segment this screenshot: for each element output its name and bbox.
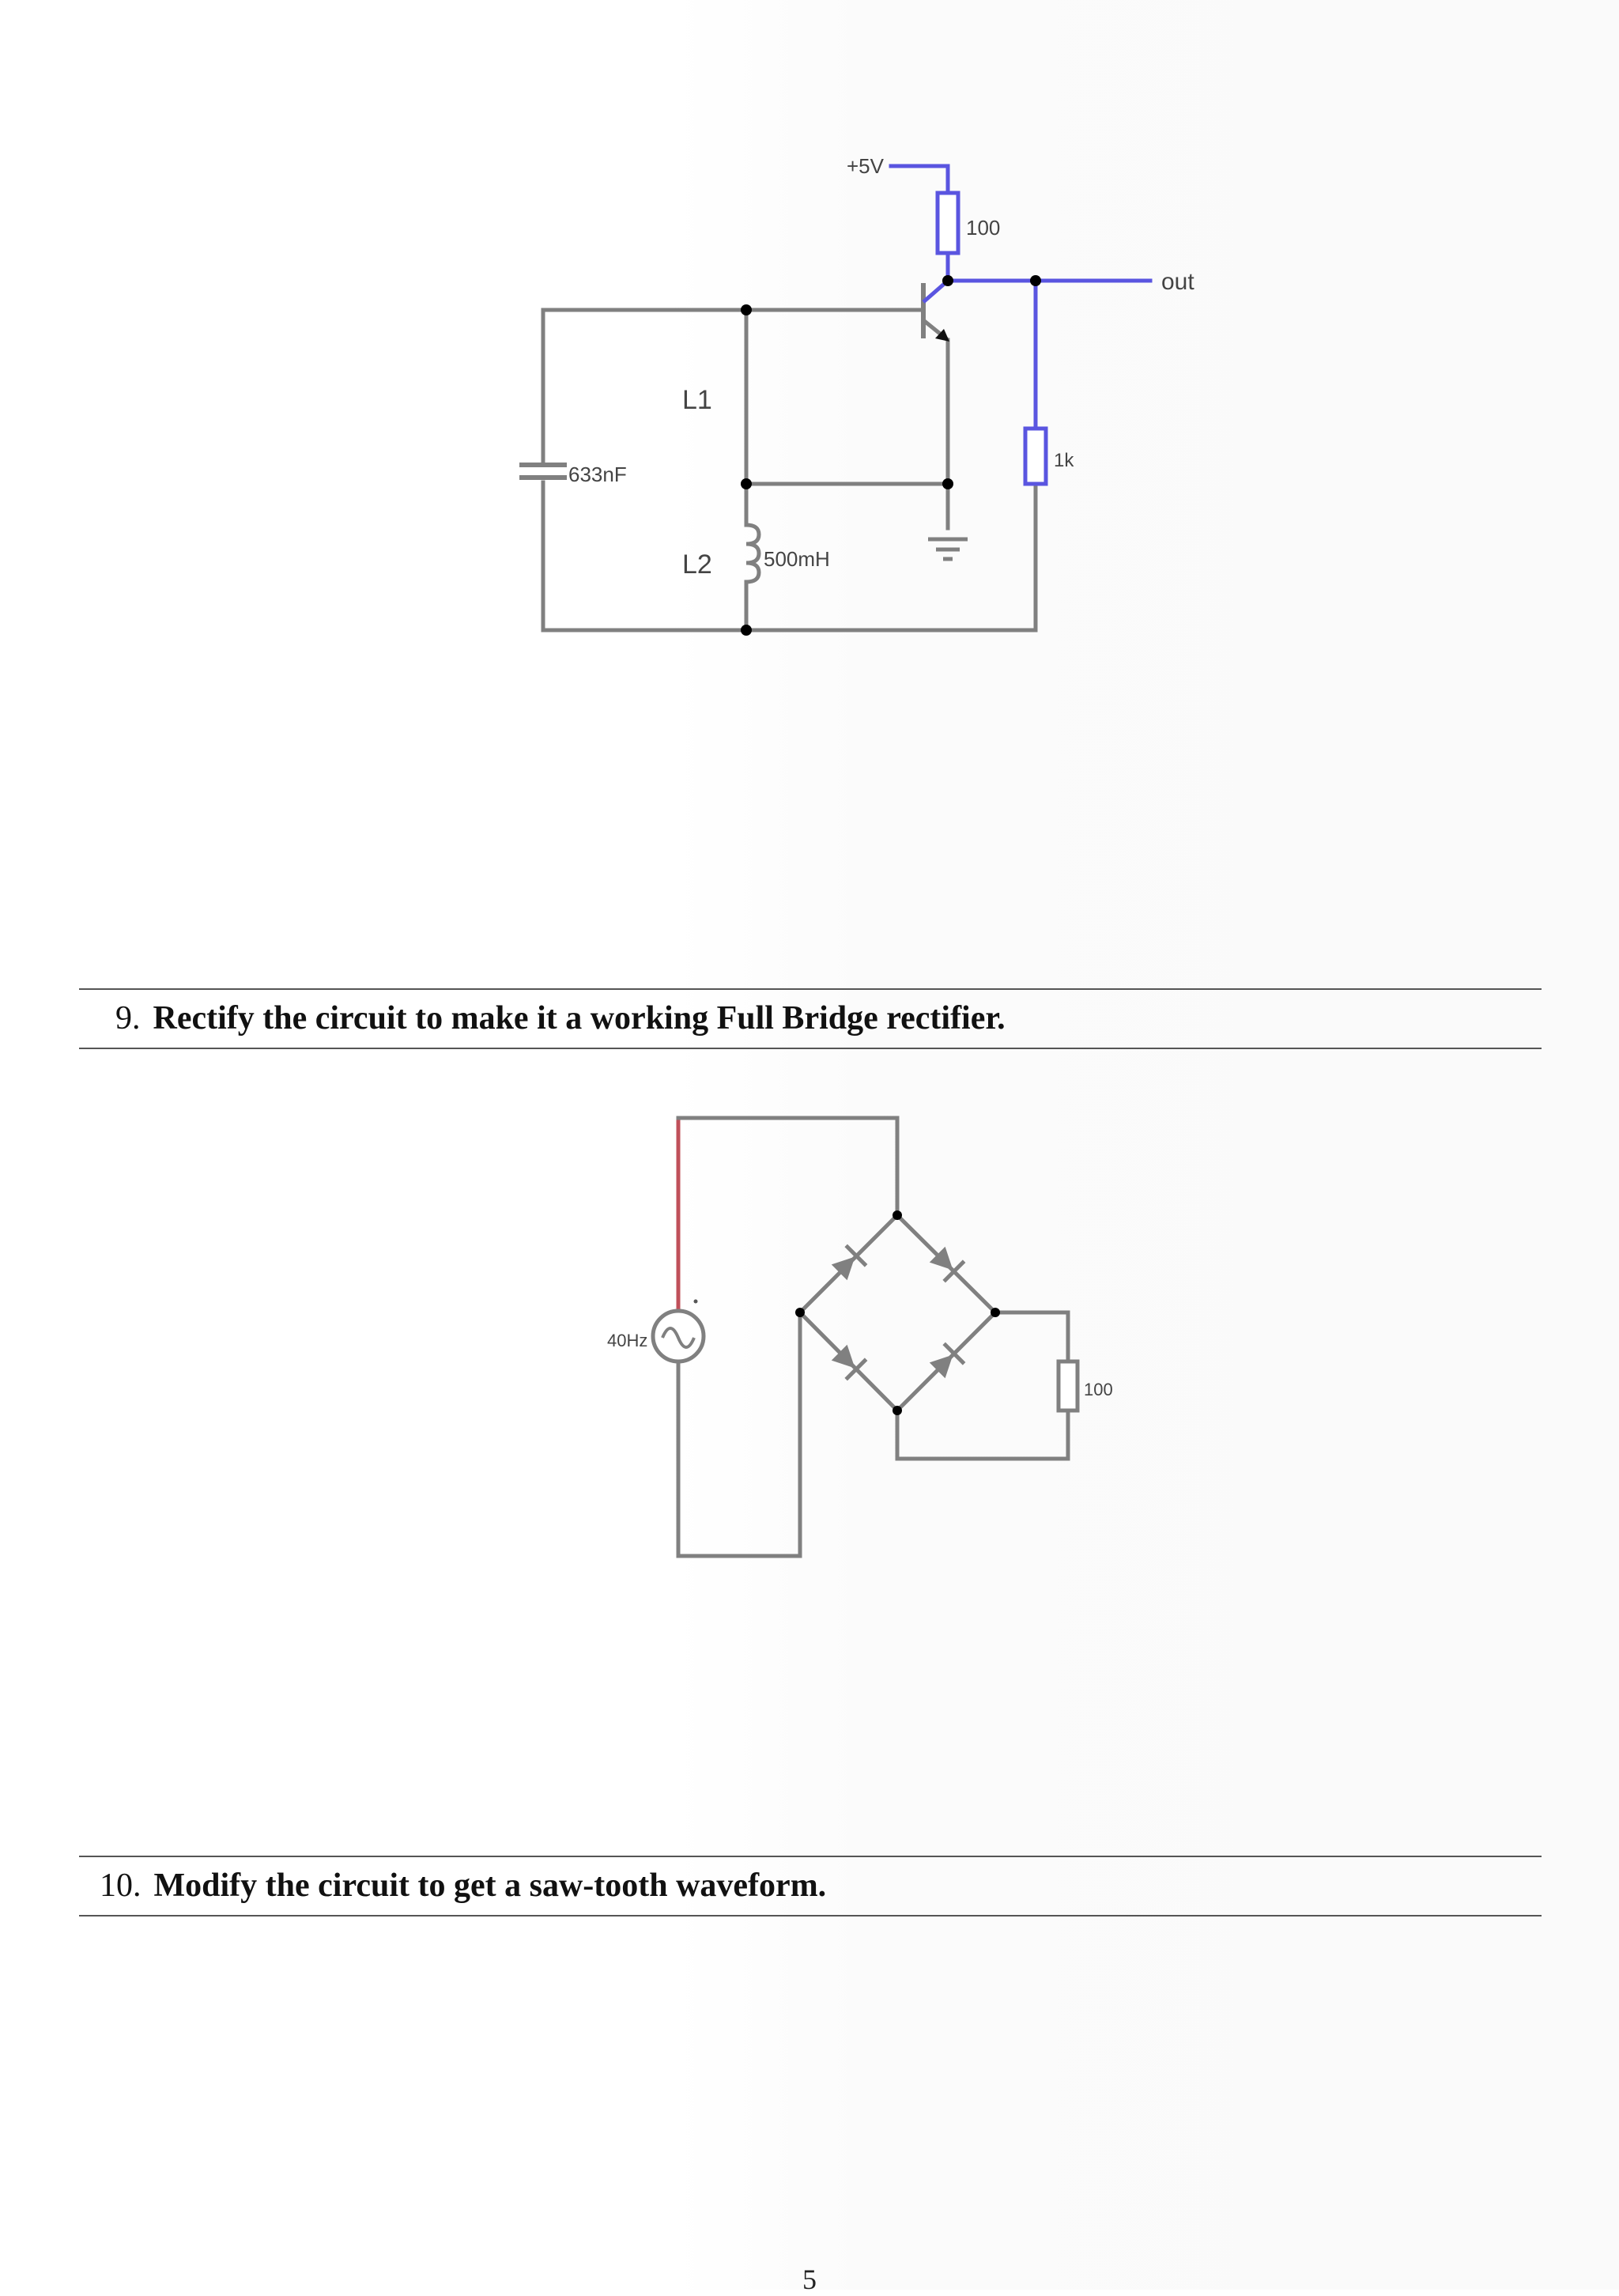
question-10: 10. Modify the circuit to get a saw-toot… bbox=[79, 1857, 1542, 1914]
question-9-bottom-rule bbox=[79, 1048, 1542, 1049]
bottom-wire bbox=[541, 481, 1038, 633]
question-9-text: Rectify the circuit to make it a working… bbox=[153, 1000, 1006, 1037]
ground-symbol bbox=[928, 537, 968, 561]
load-resistor-label: 100 bbox=[1084, 1380, 1113, 1399]
inductor-l1-label: L1 bbox=[682, 385, 712, 415]
bridge-rectifier-circuit: 40Hz 100 bbox=[607, 1116, 1113, 1558]
inductor-l2 bbox=[744, 481, 761, 633]
inductor-l2-label: L2 bbox=[682, 549, 712, 580]
load-resistor-label: 1k bbox=[1054, 450, 1074, 471]
junction-dot bbox=[942, 275, 953, 286]
question-9-top-rule bbox=[79, 988, 1542, 990]
output-label: out bbox=[1161, 269, 1194, 295]
question-10-number: 10. bbox=[100, 1867, 142, 1904]
oscillator-circuit: +5V 100 out 1k 633nF L1 L2 500mH bbox=[519, 154, 1194, 636]
junction-dot bbox=[893, 1406, 902, 1415]
collector-resistor bbox=[935, 191, 960, 255]
junction-dot bbox=[1030, 275, 1041, 286]
page-number: 5 bbox=[802, 2264, 817, 2295]
supply-wire bbox=[889, 164, 950, 195]
ac-source-icon bbox=[651, 1299, 706, 1364]
junction-dot bbox=[741, 625, 752, 636]
capacitor-633nf bbox=[519, 463, 567, 480]
source-return-wire bbox=[676, 1310, 802, 1558]
top-wire bbox=[541, 308, 926, 463]
load-bottom-wire bbox=[895, 1408, 1070, 1461]
junction-dot bbox=[942, 478, 953, 489]
junction-dot bbox=[741, 478, 752, 489]
question-9-number: 9. bbox=[115, 1000, 141, 1037]
source-frequency-label: 40Hz bbox=[607, 1331, 647, 1350]
capacitor-label: 633nF bbox=[568, 463, 627, 486]
page-shading bbox=[672, 0, 1619, 2290]
load-top-wire bbox=[993, 1310, 1070, 1364]
question-10-top-rule bbox=[79, 1856, 1542, 1857]
inductance-label: 500mH bbox=[764, 547, 830, 571]
junction-dot bbox=[795, 1308, 805, 1317]
bridge-top-wire bbox=[676, 1116, 900, 1218]
question-9: 9. Rectify the circuit to make it a work… bbox=[79, 990, 1542, 1047]
junction-dot bbox=[741, 304, 752, 315]
question-10-text: Modify the circuit to get a saw-tooth wa… bbox=[153, 1867, 827, 1904]
bridge-diamond bbox=[797, 1212, 998, 1414]
load-resistor bbox=[1023, 426, 1048, 486]
collector-resistor-label: 100 bbox=[966, 216, 1000, 240]
junction-dot bbox=[893, 1210, 902, 1220]
question-10-bottom-rule bbox=[79, 1915, 1542, 1916]
supply-label: +5V bbox=[847, 154, 885, 178]
npn-transistor bbox=[921, 279, 949, 342]
load-resistor-100 bbox=[1056, 1359, 1080, 1413]
junction-dot bbox=[991, 1308, 1000, 1317]
